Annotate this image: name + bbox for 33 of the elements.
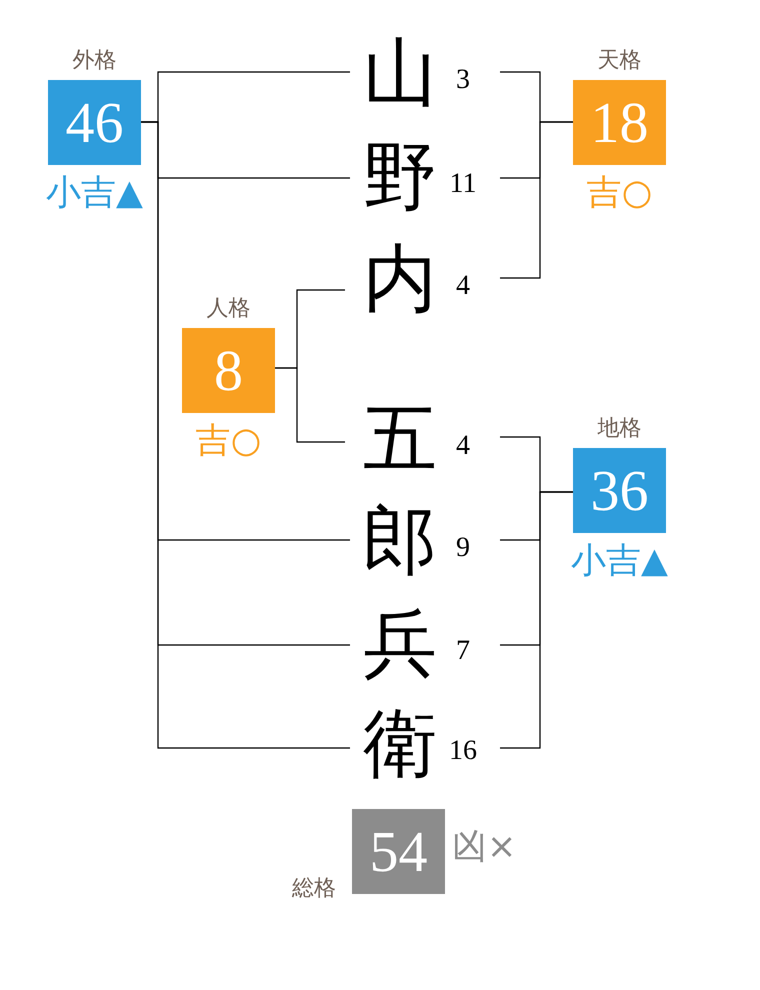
- fortune-label: 吉○: [586, 173, 652, 213]
- stroke-count: 16: [448, 736, 478, 766]
- stroke-count: 4: [455, 271, 471, 301]
- connector-line: [275, 367, 345, 443]
- category-label: 外格: [72, 48, 116, 74]
- score-tile: 46: [48, 80, 141, 165]
- name-character: 野: [362, 138, 438, 218]
- name-character: 五: [362, 400, 438, 480]
- stroke-count: 3: [455, 65, 471, 95]
- score-tile: 8: [182, 328, 275, 413]
- connector-line: [500, 121, 573, 279]
- category-label: 人格: [206, 296, 250, 322]
- category-label: 地格: [598, 416, 642, 442]
- fortune-label: 小吉▲: [46, 173, 143, 213]
- name-character: 衛: [362, 705, 438, 785]
- stroke-count: 9: [455, 533, 471, 563]
- score-tile: 36: [573, 448, 666, 533]
- connector-line: [500, 491, 573, 749]
- name-character: 郎: [362, 502, 438, 582]
- name-character: 兵: [362, 605, 438, 685]
- category-label: 天格: [598, 48, 642, 74]
- name-character: 内: [362, 240, 438, 320]
- connector-line: [141, 121, 350, 749]
- category-label: 総格: [292, 876, 336, 902]
- score-tile: 54: [352, 809, 445, 894]
- fortune-label: 小吉▲: [571, 541, 668, 581]
- fortune-label: 凶×: [452, 827, 516, 867]
- stroke-count: 11: [448, 169, 478, 199]
- stroke-count: 4: [455, 431, 471, 461]
- fortune-label: 吉○: [196, 421, 262, 461]
- stroke-count: 7: [455, 636, 471, 666]
- score-tile: 18: [573, 80, 666, 165]
- name-character: 山: [362, 34, 438, 114]
